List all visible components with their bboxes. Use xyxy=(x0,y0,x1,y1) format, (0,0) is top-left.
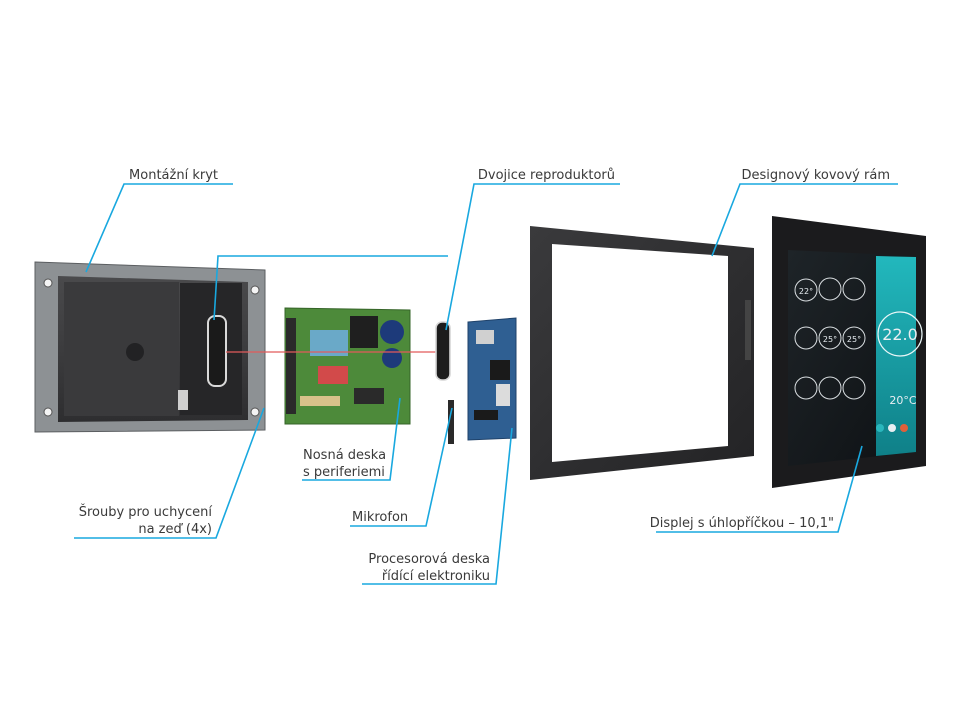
label-metal-frame: Designový kovový rám xyxy=(741,168,890,183)
leader-wall-screws xyxy=(74,407,265,539)
carrier-board xyxy=(284,307,411,425)
leader-processor-board xyxy=(362,427,513,585)
label-wall-screws-line2: na zeď (4x) xyxy=(138,522,212,537)
label-microphone: Mikrofon xyxy=(352,510,408,525)
label-carrier-board-line2: s periferiemi xyxy=(303,465,385,480)
leader-metal-frame xyxy=(711,183,898,257)
leader-display xyxy=(656,445,863,533)
label-processor-board-line2: řídící elektroniku xyxy=(382,569,490,584)
metal-frame xyxy=(530,226,754,480)
mounting-cover xyxy=(34,261,266,433)
leader-speakers xyxy=(445,183,620,331)
display-tile-value: 22° xyxy=(799,287,813,296)
display-temperature-small: 20°C xyxy=(889,394,916,407)
leader-speakers-second xyxy=(213,255,448,321)
display-tile-value: 25° xyxy=(823,335,837,344)
label-speakers: Dvojice reproduktorů xyxy=(478,168,615,183)
label-carrier-board-line1: Nosná deska xyxy=(303,448,386,463)
leader-microphone xyxy=(350,407,453,527)
leader-carrier-board xyxy=(302,397,401,481)
label-processor-board-line1: Procesorová deska xyxy=(368,552,490,567)
leader-mounting-cover xyxy=(85,183,233,273)
label-display: Displej s úhlopříčkou – 10,1" xyxy=(650,516,834,531)
speaker xyxy=(435,321,454,444)
label-mounting-cover: Montážní kryt xyxy=(129,168,218,183)
processor-board xyxy=(467,317,517,441)
display-panel: 22.0 20°C 22° 25° 25° xyxy=(772,216,926,488)
label-wall-screws-line1: Šrouby pro uchycení xyxy=(79,504,213,520)
display-temperature-large: 22.0 xyxy=(882,325,918,344)
display-tile-value: 25° xyxy=(847,335,861,344)
display-tile-grid: 22° 25° 25° xyxy=(794,277,866,400)
leader-lines xyxy=(74,183,898,585)
